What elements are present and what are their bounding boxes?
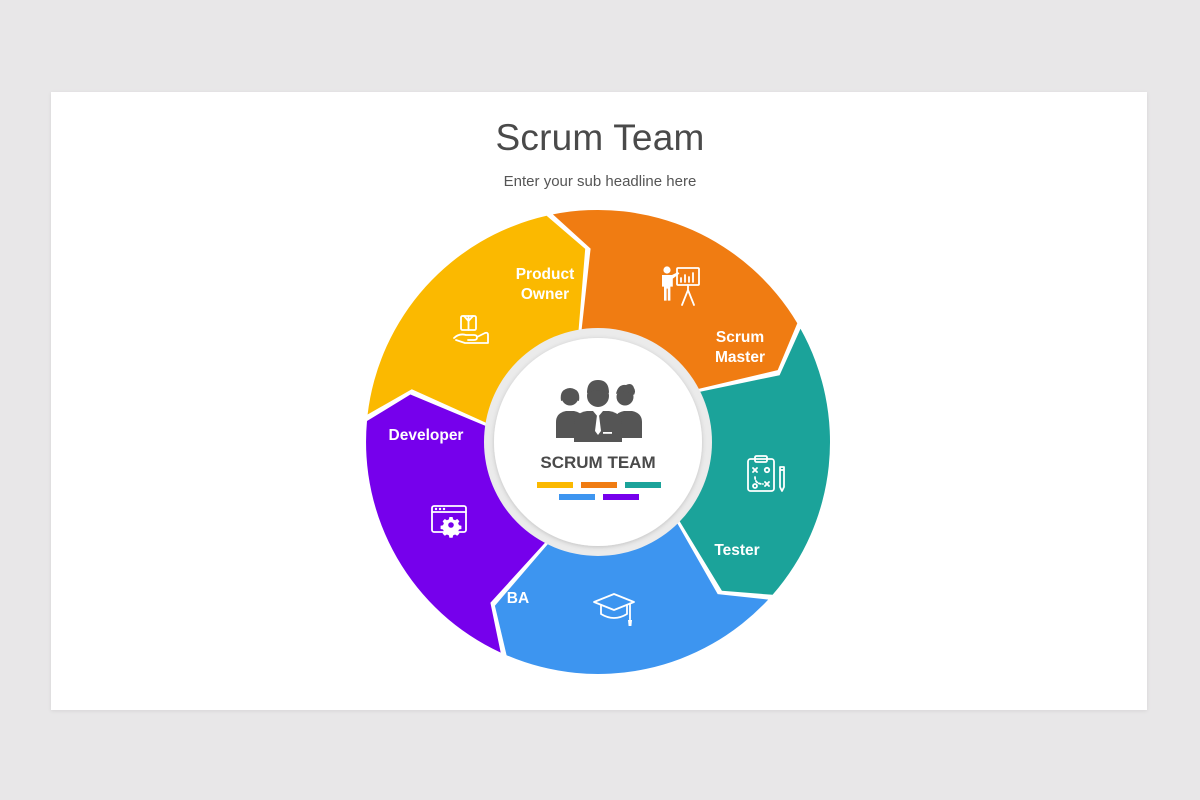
segment-ba-label: BA [507,590,529,607]
segment-tester-label: Tester [714,542,759,559]
center-bar-4 [559,494,595,500]
svg-text:Master: Master [715,349,765,366]
presenter-board-icon [662,266,700,306]
center-bar-1 [537,482,573,488]
browser-gear-icon [431,505,467,538]
center-label: SCRUM TEAM [540,453,655,472]
segment-scrum-master-label: Scrum Master [715,329,765,366]
svg-text:Product: Product [516,266,575,283]
segment-tester [669,328,831,595]
center-bar-5 [603,494,639,500]
svg-text:Scrum: Scrum [716,329,764,346]
center-bar-2 [581,482,617,488]
clipboard-strategy-icon [747,455,785,492]
svg-text:Tester: Tester [714,542,759,559]
page-title: Scrum Team [495,117,705,158]
center-bar-3 [625,482,661,488]
center-color-bars [537,482,661,500]
page-subtitle: Enter your sub headline here [503,173,697,190]
segment-product-owner-label: Product Owner [516,266,575,303]
svg-text:Owner: Owner [521,286,569,303]
hand-holding-box-icon [453,315,489,344]
team-people-icon [556,380,642,442]
svg-text:Developer: Developer [389,427,464,444]
segment-developer-label: Developer [389,427,464,444]
graduation-cap-icon [593,593,635,626]
segment-developer [366,394,559,653]
svg-text:BA: BA [507,590,529,607]
